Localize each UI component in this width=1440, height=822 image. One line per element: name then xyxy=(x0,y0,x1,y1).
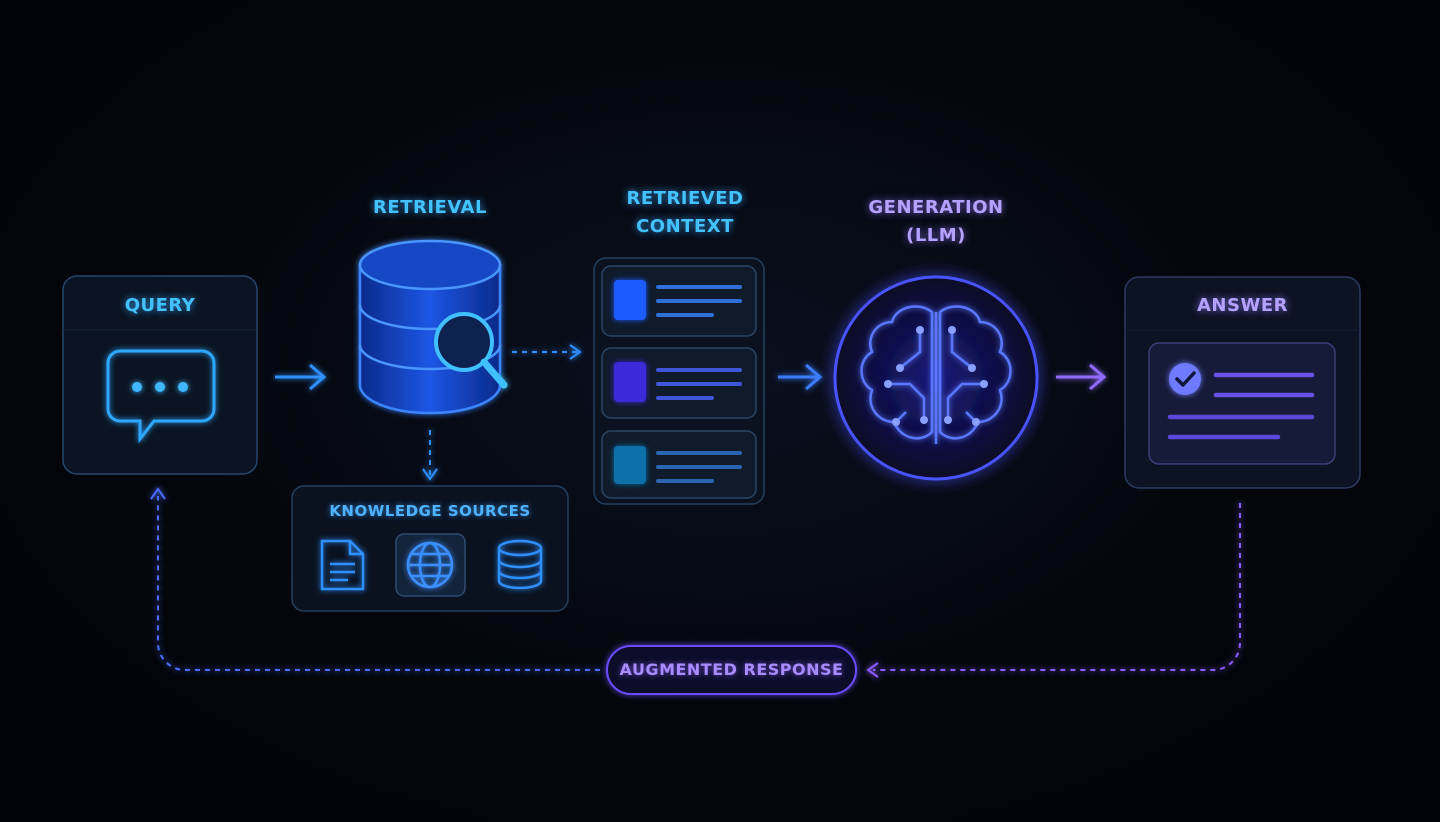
generation-label-line2: (LLM) xyxy=(906,225,966,246)
context-card-1 xyxy=(601,265,757,337)
context-card-2 xyxy=(601,347,757,419)
retrieved-context-label-line2: CONTEXT xyxy=(636,216,734,237)
database-icon xyxy=(497,539,543,590)
checklist-icon xyxy=(1148,342,1336,465)
knowledge-sources-label: KNOWLEDGE SOURCES xyxy=(329,502,531,520)
arrow-answer-to-response xyxy=(866,503,1241,678)
brain-circuit-icon xyxy=(833,275,1039,481)
arrow-response-to-query xyxy=(150,487,600,671)
arrow-generation-to-answer xyxy=(1056,363,1107,391)
globe-icon xyxy=(395,533,466,597)
document-icon xyxy=(320,539,365,591)
augmented-response-pill xyxy=(606,645,857,695)
query-box xyxy=(62,275,258,475)
context-card-3 xyxy=(601,430,757,499)
answer-label: ANSWER xyxy=(1197,295,1288,316)
database-search-icon xyxy=(358,239,508,415)
augmented-response-label: AUGMENTED RESPONSE xyxy=(619,660,844,679)
arrow-query-to-retrieval xyxy=(275,363,327,391)
query-label: QUERY xyxy=(124,295,196,316)
retrieved-context-label-line1: RETRIEVED xyxy=(626,188,744,209)
generation-label-line1: GENERATION xyxy=(868,197,1004,218)
chat-bubble-icon xyxy=(106,349,216,444)
arrow-retrieval-to-context xyxy=(512,344,582,360)
arrow-retrieval-to-knowledge xyxy=(422,430,438,481)
retrieval-label: RETRIEVAL xyxy=(373,197,487,218)
arrow-context-to-generation xyxy=(778,363,823,391)
